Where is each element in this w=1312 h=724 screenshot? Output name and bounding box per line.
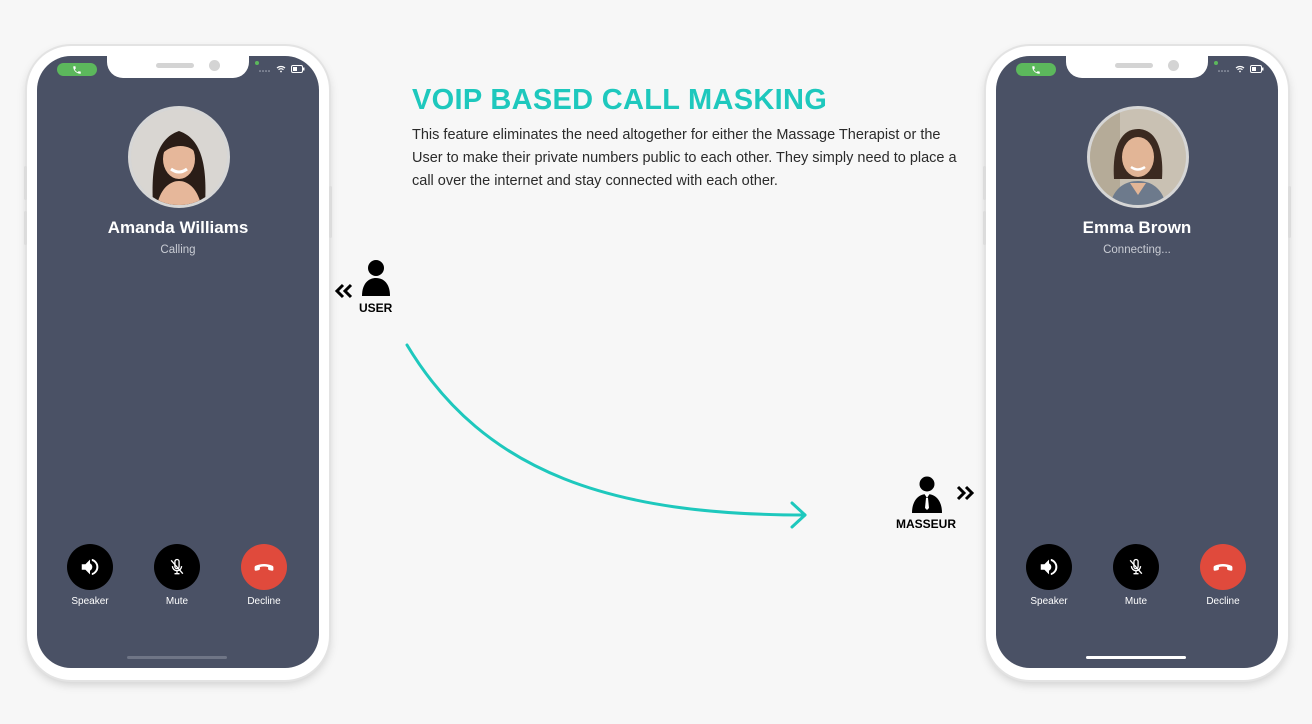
chevrons-right-icon (956, 485, 975, 501)
status-bar-icons (259, 65, 305, 73)
phone-icon (73, 65, 81, 74)
decline-label: Decline (1206, 596, 1240, 607)
earpiece (156, 63, 194, 68)
notch (1066, 56, 1208, 78)
caller-avatar (128, 106, 230, 208)
front-camera (1168, 60, 1179, 71)
decline-button[interactable] (1200, 544, 1246, 590)
left-phone: Amanda Williams Calling Speaker Mute Dec… (24, 46, 332, 680)
emma-photo (1090, 109, 1186, 205)
power-button (1288, 186, 1291, 238)
decline-button[interactable] (241, 544, 287, 590)
mute-label: Mute (165, 596, 189, 607)
speaker-control[interactable]: Speaker (1014, 544, 1084, 607)
caller-name: Emma Brown (1082, 218, 1192, 237)
mute-button[interactable] (1113, 544, 1159, 590)
notch (107, 56, 249, 78)
user-label: USER (359, 301, 393, 315)
home-indicator[interactable] (1086, 656, 1186, 659)
right-phone: Emma Brown Connecting... Speaker Mute De… (983, 46, 1291, 680)
home-indicator[interactable] (127, 656, 227, 659)
masseur-label: MASSEUR (896, 517, 957, 531)
wifi-icon (1235, 65, 1245, 73)
speaker-label: Speaker (1030, 596, 1068, 607)
wifi-icon (276, 65, 286, 73)
signal-icon (1218, 70, 1229, 72)
feature-title: VOIP BASED CALL MASKING (412, 84, 828, 116)
privacy-indicator (255, 61, 259, 65)
speaker-button[interactable] (67, 544, 113, 590)
masseur-icon (912, 476, 942, 513)
signal-icon (259, 70, 270, 72)
volume-up-button (24, 166, 27, 200)
speaker-button[interactable] (1026, 544, 1072, 590)
call-pill[interactable] (57, 63, 97, 76)
speaker-label: Speaker (71, 596, 109, 607)
front-camera (209, 60, 220, 71)
speaker-control[interactable]: Speaker (55, 544, 125, 607)
mute-button[interactable] (154, 544, 200, 590)
speaker-icon (81, 558, 99, 576)
volume-down-button (983, 211, 986, 245)
mute-control[interactable]: Mute (1101, 544, 1171, 607)
decline-label: Decline (247, 596, 281, 607)
phone-hangup-icon (254, 564, 274, 571)
mute-control[interactable]: Mute (142, 544, 212, 607)
right-phone-screen: Emma Brown Connecting... Speaker Mute De… (996, 56, 1278, 668)
phone-icon (1032, 65, 1040, 74)
decline-control[interactable]: Decline (1188, 544, 1258, 607)
battery-icon (1250, 65, 1264, 73)
curved-arrow-icon (405, 343, 807, 529)
mic-off-icon (170, 558, 184, 575)
left-phone-screen: Amanda Williams Calling Speaker Mute Dec… (37, 56, 319, 668)
mute-label: Mute (1124, 596, 1148, 607)
user-icon (362, 260, 390, 296)
chevrons-left-icon (334, 283, 353, 299)
status-bar-icons (1218, 65, 1264, 73)
phone-hangup-icon (1213, 564, 1233, 571)
volume-up-button (983, 166, 986, 200)
amanda-photo (131, 109, 227, 205)
power-button (329, 186, 332, 238)
privacy-indicator (1214, 61, 1218, 65)
decline-control[interactable]: Decline (229, 544, 299, 607)
speaker-icon (1040, 558, 1058, 576)
call-status: Calling (160, 244, 196, 256)
call-status: Connecting... (1103, 244, 1171, 256)
feature-description: This feature eliminates the need altoget… (412, 127, 957, 189)
earpiece (1115, 63, 1153, 68)
battery-icon (291, 65, 305, 73)
caller-name: Amanda Williams (107, 218, 249, 237)
volume-down-button (24, 211, 27, 245)
call-pill[interactable] (1016, 63, 1056, 76)
caller-avatar (1087, 106, 1189, 208)
mic-off-icon (1129, 558, 1143, 575)
